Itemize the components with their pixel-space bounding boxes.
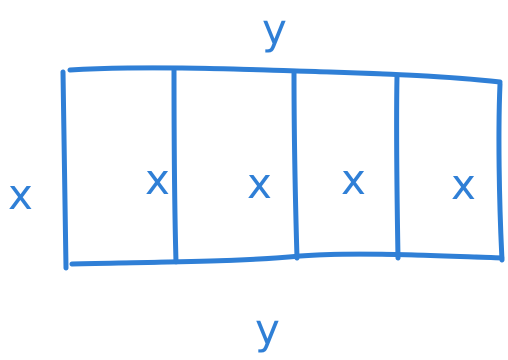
- divider-line-1: [171, 66, 179, 265]
- left-boundary-line: [60, 69, 69, 271]
- interior-label-3: x: [341, 155, 366, 204]
- interior-label-2: x: [247, 159, 272, 208]
- interior-label-4: x: [451, 160, 476, 209]
- divider-line-3: [394, 73, 401, 261]
- left-label: x: [8, 170, 33, 219]
- right-boundary-line: [496, 81, 505, 263]
- bottom-label: y: [255, 305, 280, 354]
- top-boundary-line: [67, 65, 503, 85]
- bottom-boundary-line: [69, 251, 505, 267]
- interior-label-1: x: [145, 155, 170, 204]
- top-label: y: [262, 5, 287, 54]
- divider-line-2: [291, 70, 300, 261]
- fence-diagram: [60, 65, 505, 271]
